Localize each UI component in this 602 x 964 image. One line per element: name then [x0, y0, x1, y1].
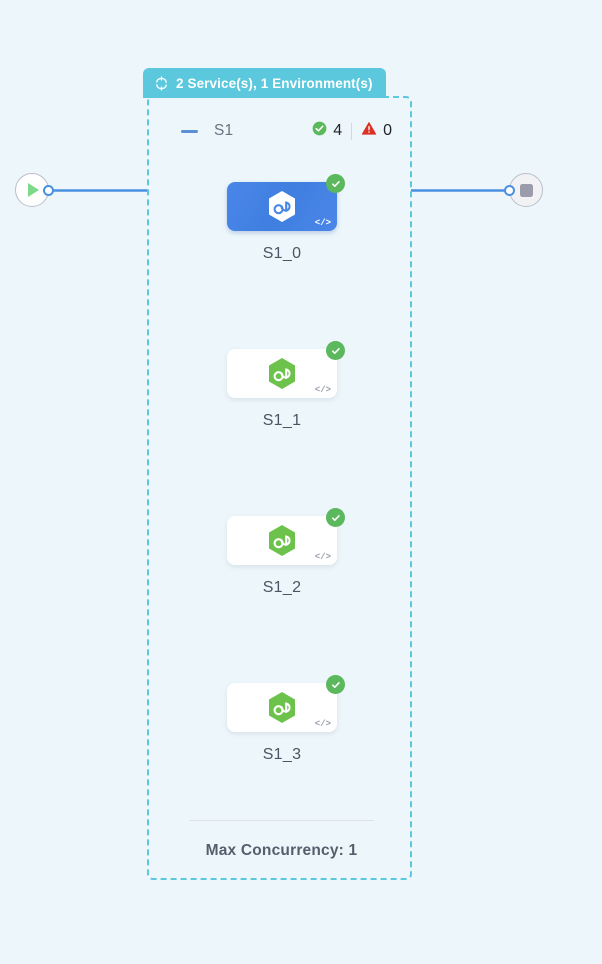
node-s1-1[interactable]: </> S1_1 — [227, 341, 345, 430]
check-circle-icon — [326, 675, 345, 694]
code-brackets-icon: </> — [314, 385, 331, 395]
play-icon — [28, 183, 39, 197]
node-s1-3[interactable]: </> S1_3 — [227, 675, 345, 764]
code-brackets-icon: </> — [314, 218, 331, 228]
node-card[interactable]: </> — [227, 675, 345, 732]
service-hex-icon — [267, 524, 297, 557]
service-hex-icon — [267, 190, 297, 223]
service-hex-icon — [267, 357, 297, 390]
service-group-container[interactable]: S1 4 — [147, 96, 412, 880]
node-card[interactable]: </> — [227, 174, 345, 231]
group-header: S1 4 — [149, 98, 414, 164]
status-cluster: 4 0 — [312, 121, 392, 141]
service-hex-icon — [267, 691, 297, 724]
end-node[interactable] — [509, 173, 543, 207]
success-status: 4 — [312, 121, 342, 141]
success-count: 4 — [333, 122, 343, 139]
end-node-target-handle[interactable] — [504, 185, 515, 196]
check-circle-icon — [312, 121, 327, 141]
node-card[interactable]: </> — [227, 508, 345, 565]
loop-sync-icon — [154, 75, 169, 91]
warning-count: 0 — [383, 122, 392, 139]
check-circle-icon — [326, 341, 345, 360]
warning-triangle-icon — [361, 121, 377, 141]
check-circle-icon — [326, 174, 345, 193]
group-title: S1 — [214, 122, 234, 139]
max-concurrency-label: Max Concurrency: 1 — [205, 842, 358, 859]
minus-collapse-icon[interactable] — [181, 129, 198, 133]
start-node-source-handle[interactable] — [43, 185, 54, 196]
warning-status: 0 — [361, 121, 392, 141]
group-footer: Max Concurrency: 1 — [149, 820, 414, 860]
node-s1-2[interactable]: </> S1_2 — [227, 508, 345, 597]
node-label: S1_0 — [262, 245, 302, 262]
node-label: S1_1 — [262, 412, 302, 429]
node-label: S1_3 — [262, 746, 302, 763]
footer-divider — [189, 820, 374, 821]
node-s1-0[interactable]: </> S1_0 — [227, 174, 345, 263]
stop-icon — [519, 183, 533, 197]
code-brackets-icon: </> — [314, 552, 331, 562]
status-divider — [351, 122, 353, 140]
group-badge-label: 2 Service(s), 1 Environment(s) — [176, 75, 373, 91]
node-card[interactable]: </> — [227, 341, 345, 398]
group-badge[interactable]: 2 Service(s), 1 Environment(s) — [143, 68, 386, 98]
check-circle-icon — [326, 508, 345, 527]
code-brackets-icon: </> — [314, 719, 331, 729]
node-label: S1_2 — [262, 579, 302, 596]
